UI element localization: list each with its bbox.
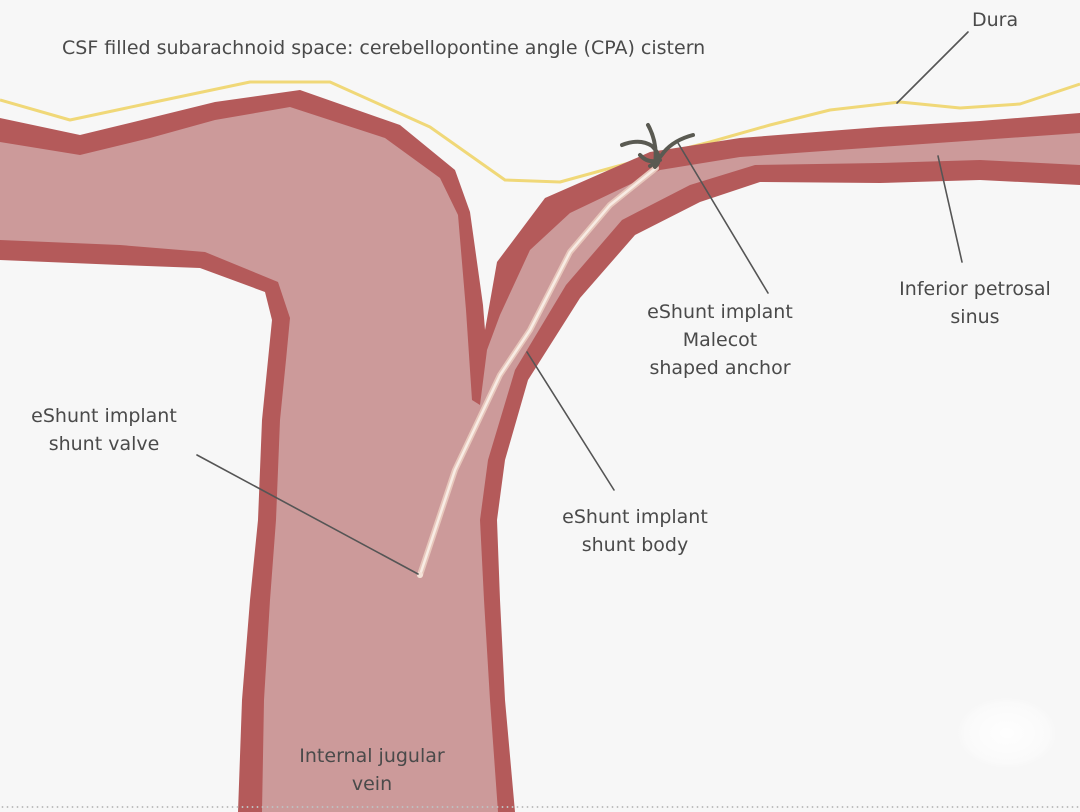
leader-line-petrosal xyxy=(937,155,963,263)
label-line: eShunt implant xyxy=(647,301,793,323)
label-shunt-valve: eShunt implant shunt valve xyxy=(4,402,204,458)
dura-line xyxy=(0,80,1080,184)
label-shunt-body: eShunt implant shunt body xyxy=(530,503,740,559)
label-line: shunt valve xyxy=(48,433,160,455)
label-line: vein xyxy=(351,773,393,795)
malecot-anchor-icon xyxy=(620,123,695,169)
shunt-valve-marker xyxy=(417,572,423,578)
label-internal-jugular-vein: Internal jugular vein xyxy=(272,742,472,798)
label-line: shaped anchor xyxy=(649,357,791,379)
label-line: Malecot xyxy=(682,329,758,351)
label-line: eShunt implant xyxy=(31,405,177,427)
vessel-lumen xyxy=(0,107,1080,812)
leader-line-anchor xyxy=(677,142,769,294)
label-cpa-cistern: CSF filled subarachnoid space: cerebello… xyxy=(62,37,706,59)
label-malecot-anchor: eShunt implant Malecot shaped anchor xyxy=(615,298,825,382)
label-line: eShunt implant xyxy=(562,506,708,528)
label-dura: Dura xyxy=(972,9,1019,31)
leader-line-body xyxy=(526,351,615,491)
label-line: Internal jugular xyxy=(299,745,445,767)
shunt-body-highlight xyxy=(418,166,658,577)
label-line: sinus xyxy=(950,306,1000,328)
watermark-badge xyxy=(958,698,1056,768)
label-inferior-petrosal-sinus: Inferior petrosal sinus xyxy=(870,275,1080,331)
label-line: shunt body xyxy=(581,534,689,556)
leader-line-valve xyxy=(196,454,419,575)
label-line: Inferior petrosal xyxy=(899,278,1051,300)
leader-line-dura xyxy=(896,31,969,104)
bottom-dotted-border xyxy=(0,806,1080,808)
